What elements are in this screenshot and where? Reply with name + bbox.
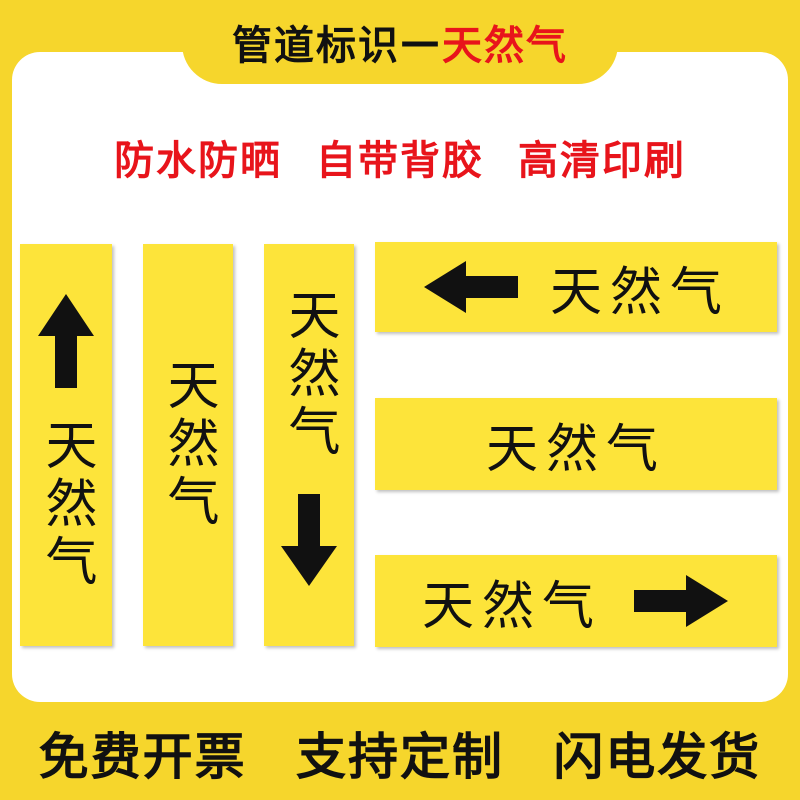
label-text: 天然气 <box>421 576 602 637</box>
label-text: 天然气 <box>279 288 339 462</box>
pipe-label-horizontal-right: 天然气 <box>375 555 777 647</box>
pipe-label-horizontal-left: 天然气 <box>375 242 777 332</box>
arrow-right-icon <box>634 575 728 627</box>
arrow-down-icon <box>281 494 337 586</box>
arrow-up-icon <box>38 294 94 388</box>
pipe-label-vertical-plain: 天然气 <box>143 244 233 646</box>
pipe-label-vertical-up: 天然气 <box>20 244 112 646</box>
label-text: 天然气 <box>158 358 218 532</box>
title-prefix: 管道标识 <box>232 23 400 69</box>
feature-adhesive: 自带背胶 <box>316 138 484 184</box>
label-text: 天然气 <box>36 418 96 592</box>
footer-customize: 支持定制 <box>295 727 504 786</box>
feature-printing: 高清印刷 <box>517 138 686 184</box>
arrow-left-icon <box>423 261 518 313</box>
footer-invoice: 免费开票 <box>38 727 247 786</box>
pipe-label-vertical-down: 天然气 <box>264 244 354 646</box>
feature-waterproof: 防水防晒 <box>114 138 283 184</box>
label-text: 天然气 <box>485 419 666 480</box>
title-banner: 管道标识 — 天然气 <box>182 0 618 84</box>
feature-list: 防水防晒 自带背胶 高清印刷 <box>0 128 800 186</box>
label-text: 天然气 <box>549 262 730 323</box>
pipe-label-horizontal-plain: 天然气 <box>375 398 777 490</box>
footer-bar: 免费开票 支持定制 闪电发货 <box>0 705 800 800</box>
title-dash: — <box>400 19 442 65</box>
footer-shipping: 闪电发货 <box>553 727 762 786</box>
title-highlight: 天然气 <box>442 23 568 69</box>
